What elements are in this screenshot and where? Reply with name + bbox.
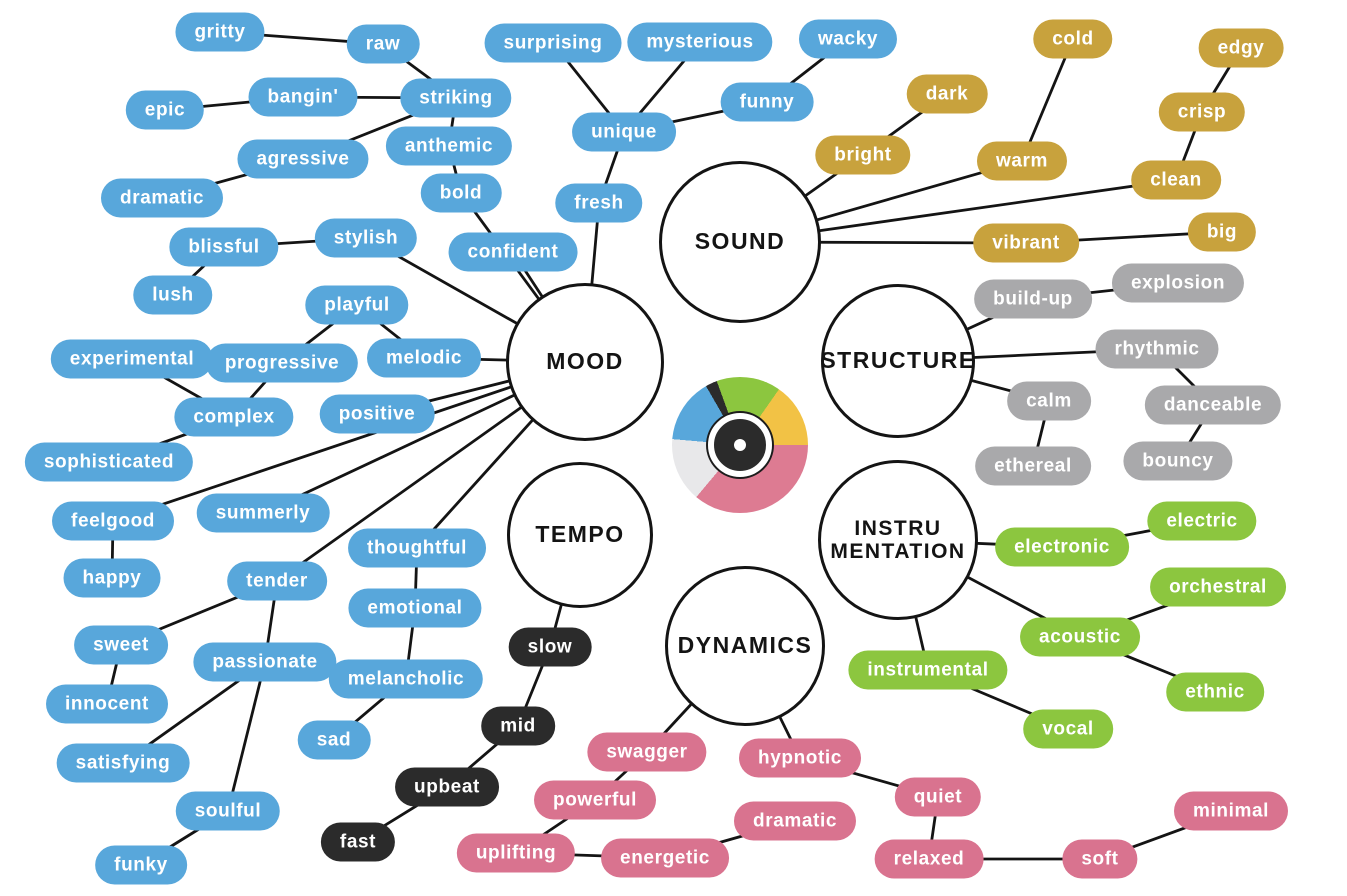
term-pill-progressive: progressive [205, 343, 359, 383]
term-pill-build-up: build-up [974, 279, 1092, 319]
term-pill-gritty: gritty [175, 12, 265, 52]
term-pill-positive: positive [319, 394, 435, 434]
vinyl-record-icon [672, 377, 808, 513]
category-label: SOUND [694, 228, 786, 255]
term-pill-striking: striking [400, 78, 512, 118]
category-label: MOOD [546, 348, 624, 375]
term-pill-ethnic: ethnic [1166, 672, 1264, 712]
term-pill-danceable: danceable [1144, 385, 1282, 425]
term-pill-swagger: swagger [587, 732, 707, 772]
category-label: DYNAMICS [677, 632, 813, 659]
term-pill-soft: soft [1062, 839, 1138, 879]
term-pill-instrumental: instrumental [848, 650, 1008, 690]
connector-cold-warm [1020, 38, 1075, 162]
term-pill-surprising: surprising [484, 23, 622, 63]
term-pill-mid: mid [481, 706, 555, 746]
term-pill-dramatic-mood: dramatic [100, 178, 224, 218]
category-circle-dynamics: DYNAMICS [665, 566, 825, 726]
term-pill-upbeat: upbeat [395, 767, 499, 807]
category-circle-sound: SOUND [659, 161, 821, 323]
term-pill-electric: electric [1147, 501, 1257, 541]
term-pill-epic: epic [125, 90, 205, 130]
term-pill-fast: fast [320, 822, 396, 862]
term-pill-confident: confident [448, 232, 578, 272]
term-pill-anthemic: anthemic [385, 126, 513, 166]
term-pill-hypnotic: hypnotic [739, 738, 861, 778]
term-pill-edgy: edgy [1198, 28, 1284, 68]
term-pill-ethereal: ethereal [975, 446, 1091, 486]
term-pill-passionate: passionate [193, 642, 337, 682]
term-pill-warm: warm [976, 141, 1068, 181]
term-pill-unique: unique [572, 112, 676, 152]
term-pill-minimal: minimal [1174, 791, 1288, 831]
term-pill-sweet: sweet [74, 625, 168, 665]
term-pill-sad: sad [297, 720, 371, 760]
term-pill-lush: lush [133, 275, 213, 315]
term-pill-summerly: summerly [196, 493, 330, 533]
term-pill-rhythmic: rhythmic [1095, 329, 1219, 369]
term-pill-crisp: crisp [1158, 92, 1246, 132]
term-pill-uplifting: uplifting [456, 833, 576, 873]
term-pill-melancholic: melancholic [328, 659, 484, 699]
term-pill-powerful: powerful [534, 780, 656, 820]
term-pill-happy: happy [63, 558, 161, 598]
category-label: TEMPO [535, 521, 625, 548]
connector-passionate-soulful [226, 661, 267, 812]
vinyl-center-dot [734, 439, 746, 451]
category-circle-structure: STRUCTURE [820, 284, 976, 438]
term-pill-cold: cold [1033, 19, 1113, 59]
term-pill-soulful: soulful [175, 791, 281, 831]
term-pill-bangin: bangin' [248, 77, 358, 117]
term-pill-bouncy: bouncy [1123, 441, 1233, 481]
term-pill-funny: funny [720, 82, 814, 122]
term-pill-dark: dark [906, 74, 988, 114]
term-pill-vocal: vocal [1023, 709, 1113, 749]
connector-MOOD-feelgood [112, 360, 586, 523]
term-pill-relaxed: relaxed [874, 839, 984, 879]
term-pill-quiet: quiet [894, 777, 982, 817]
term-pill-explosion: explosion [1111, 263, 1245, 303]
term-pill-slow: slow [508, 627, 592, 667]
term-pill-feelgood: feelgood [52, 501, 174, 541]
term-pill-agressive: agressive [237, 139, 369, 179]
term-pill-innocent: innocent [46, 684, 168, 724]
term-pill-bright: bright [815, 135, 911, 175]
term-pill-tender: tender [227, 561, 327, 601]
term-pill-mysterious: mysterious [627, 22, 773, 62]
term-pill-clean: clean [1131, 160, 1221, 200]
category-label: STRUCTURE [820, 347, 976, 374]
term-pill-stylish: stylish [314, 218, 418, 258]
term-pill-experimental: experimental [50, 339, 214, 379]
term-pill-melodic: melodic [367, 338, 481, 378]
term-pill-complex: complex [174, 397, 294, 437]
term-pill-blissful: blissful [169, 227, 279, 267]
term-pill-calm: calm [1007, 381, 1091, 421]
term-pill-electronic: electronic [995, 527, 1129, 567]
term-pill-playful: playful [305, 285, 409, 325]
term-pill-emotional: emotional [348, 588, 482, 628]
term-pill-energetic: energetic [601, 838, 729, 878]
category-circle-tempo: TEMPO [507, 462, 653, 608]
term-pill-bold: bold [420, 173, 502, 213]
term-pill-raw: raw [346, 24, 420, 64]
term-pill-orchestral: orchestral [1150, 567, 1286, 607]
term-pill-sophisticated: sophisticated [24, 442, 194, 482]
term-pill-funky: funky [95, 845, 187, 885]
term-pill-satisfying: satisfying [56, 743, 190, 783]
term-pill-fresh: fresh [555, 183, 643, 223]
category-circle-mood: MOOD [506, 283, 664, 441]
term-pill-wacky: wacky [798, 19, 898, 59]
term-pill-thoughtful: thoughtful [348, 528, 486, 568]
term-pill-dramatic-dynamics: dramatic [733, 801, 857, 841]
term-pill-vibrant: vibrant [973, 223, 1079, 263]
vinyl-hub [708, 413, 772, 477]
term-pill-acoustic: acoustic [1020, 617, 1140, 657]
term-pill-big: big [1187, 212, 1257, 252]
